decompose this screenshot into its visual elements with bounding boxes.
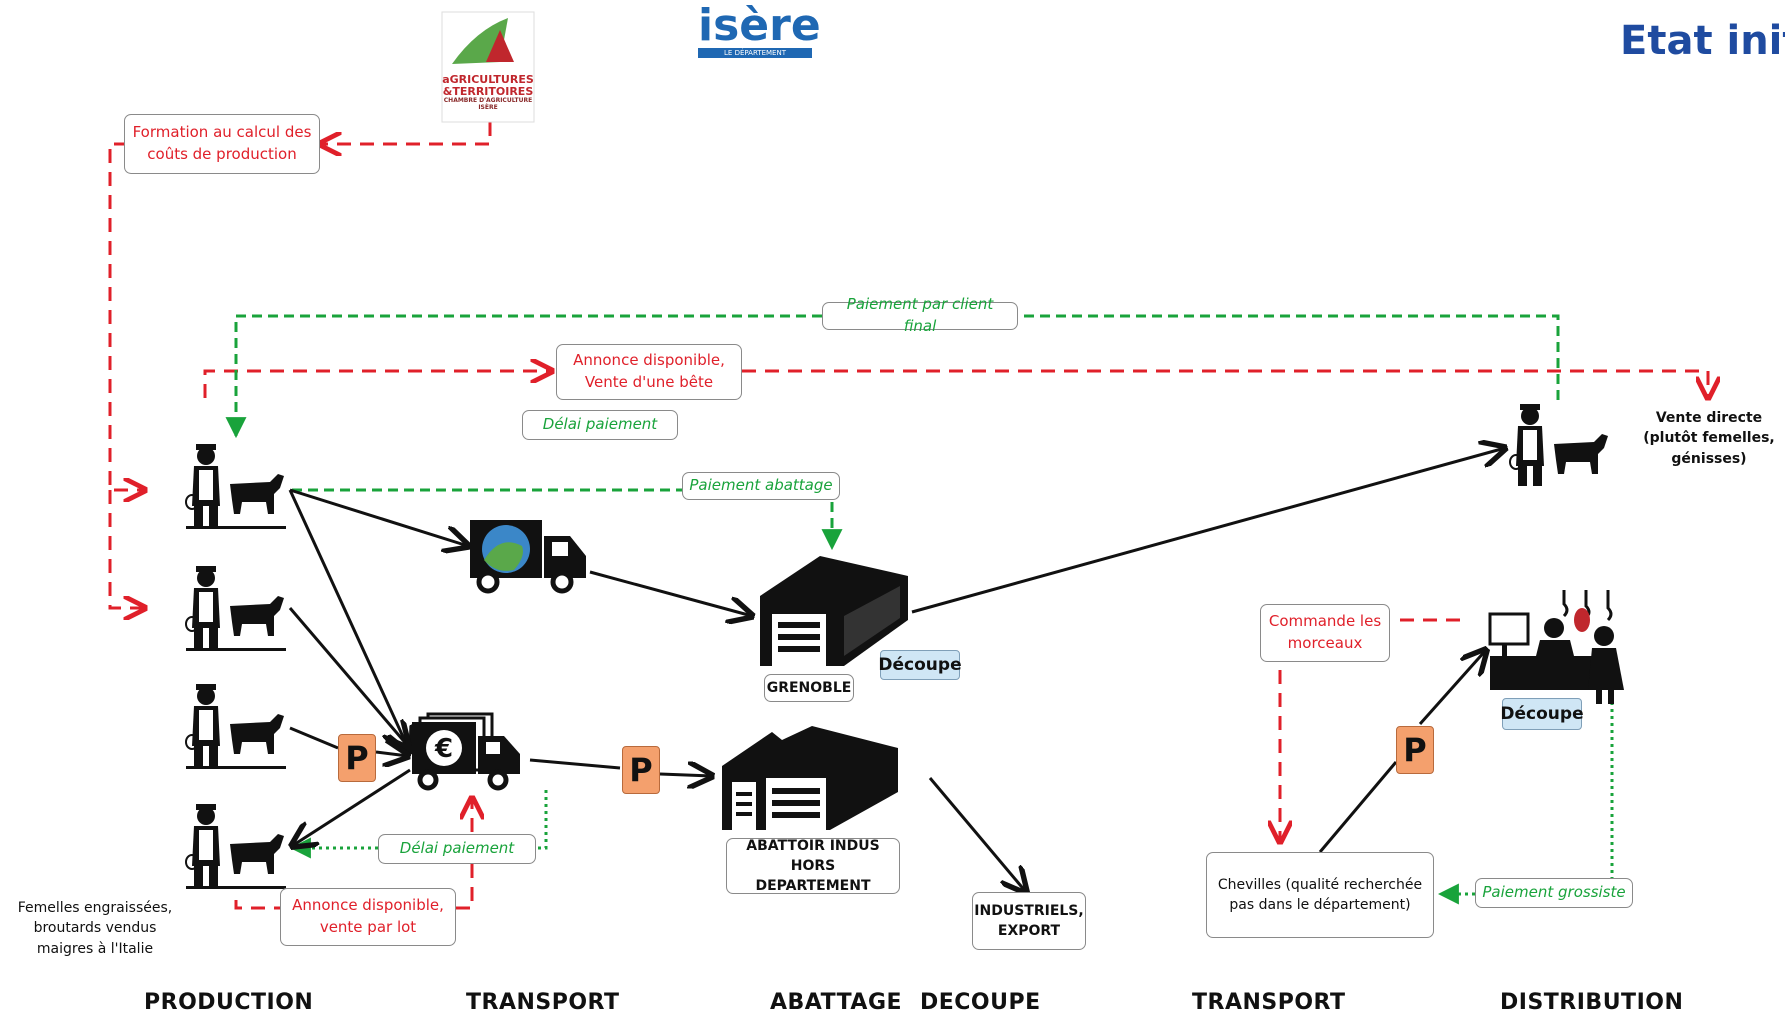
- decoupe-grenoble-badge: Découpe: [878, 650, 962, 680]
- farmer-cow-icon: [1509, 404, 1608, 486]
- truck1-to-grenoble: [589, 570, 752, 616]
- paiement-client-final-flow: [1018, 314, 1560, 400]
- delai-paiement-flow: [536, 790, 548, 850]
- annonce-bete-flow: [203, 371, 552, 398]
- chambre-agriculture-logo: [441, 11, 535, 123]
- p-to-abattoir: [659, 774, 712, 776]
- formation-box: Formation au calcul des coûts de product…: [124, 114, 320, 174]
- stage-transport-2: TRANSPORT: [1192, 990, 1346, 1015]
- stage-distribution: DISTRIBUTION: [1500, 990, 1684, 1015]
- page-title: Etat init: [1620, 18, 1785, 64]
- chevilles-to-p: [1318, 761, 1398, 853]
- butcher-shop-icon: [1488, 590, 1624, 704]
- paiement-client-final-flow-left: [225, 314, 822, 439]
- chevilles-label: Chevilles (qualité recherchée pas dans l…: [1217, 876, 1423, 913]
- grenoble-abattoir-icon: [760, 556, 908, 666]
- grenoble-label: GRENOBLE: [764, 674, 854, 702]
- paiement-client-final-box: Paiement par client final: [822, 295, 1018, 335]
- black-product-flows: [290, 448, 1505, 892]
- delai-paiement-top-box: Délai paiement: [522, 410, 678, 440]
- p-to-truck2: [375, 752, 408, 756]
- formation-feed: [108, 142, 145, 490]
- stage-production: PRODUCTION: [144, 990, 314, 1015]
- red-information-flows: [108, 122, 1708, 910]
- isere-logo: isère: [698, 0, 821, 51]
- stage-transport-1: TRANSPORT: [466, 990, 620, 1015]
- femelles-note: Femelles engraissées, broutards vendus m…: [17, 900, 173, 957]
- p-badge: P: [338, 734, 376, 782]
- stage-decoupe: DECOUPE: [920, 990, 1041, 1015]
- formation-flow: [320, 122, 492, 144]
- paiement-grossiste-box: Paiement grossiste: [1475, 878, 1633, 908]
- industriels-export-label: INDUSTRIELS, EXPORT: [972, 892, 1086, 950]
- truck2-to-p: [529, 758, 621, 770]
- abattoir-indus-label: ABATTOIR INDUS HORS DEPARTEMENT: [726, 838, 900, 894]
- agriculture-logo-label: aGRICULTURES &TERRITOIRES: [442, 73, 534, 99]
- p-to-boucherie: [1418, 650, 1486, 725]
- money-truck-icon: €: [412, 712, 520, 791]
- abattoir-to-industriels: [928, 777, 1026, 892]
- farmer2-to-truck2: [288, 607, 408, 746]
- vente-directe-note: Vente directe (plutôt femelles, génisses…: [1643, 410, 1775, 467]
- paiement-grossiste-flow: [1610, 702, 1632, 896]
- p-badge: P: [1396, 726, 1434, 774]
- annonce-bete-flow-right: [742, 369, 1708, 398]
- farmer1-to-truck: [289, 488, 468, 546]
- farmer-cow-icon: [185, 566, 286, 651]
- annonce-vente-lot-box: Annonce disponible, vente par lot: [280, 888, 456, 946]
- truck-icon: [470, 520, 586, 594]
- truck2-to-farmer4: [292, 768, 411, 846]
- farmer-cow-icon: [185, 684, 286, 769]
- agriculture-logo-text: aGRICULTURES &TERRITOIRES CHAMBRE D'AGRI…: [440, 73, 536, 111]
- chevilles-box: Chevilles (qualité recherchée pas dans l…: [1206, 852, 1434, 938]
- p-badge: P: [622, 746, 660, 794]
- decoupe-distribution-badge: Découpe: [1500, 698, 1584, 730]
- annonce-lot-flow: [234, 900, 280, 910]
- svg-text:€: €: [434, 734, 453, 764]
- paiement-abattage-box: Paiement abattage: [682, 472, 840, 500]
- abattoir-indus-icon: [722, 726, 898, 830]
- annonce-lot-flow-up: [456, 798, 472, 910]
- delai-paiement-bottom-box: Délai paiement: [378, 834, 536, 864]
- formation-feed-2: [108, 490, 145, 608]
- annonce-vente-bete-box: Annonce disponible, Vente d'une bête: [556, 344, 742, 400]
- farmer1-to-truck2: [288, 489, 410, 752]
- grenoble-to-direct: [911, 448, 1505, 614]
- agriculture-logo-sub: CHAMBRE D'AGRICULTURE ISÈRE: [443, 97, 533, 111]
- farmer-cow-icon: [185, 444, 286, 529]
- stage-abattage: ABATTAGE: [770, 990, 903, 1015]
- commande-morceaux-box: Commande les morceaux: [1260, 604, 1390, 662]
- isere-logo-sub: LE DÉPARTEMENT: [698, 48, 812, 58]
- farmer3-to-p: [289, 726, 339, 750]
- farmer-cow-icon: [185, 804, 286, 889]
